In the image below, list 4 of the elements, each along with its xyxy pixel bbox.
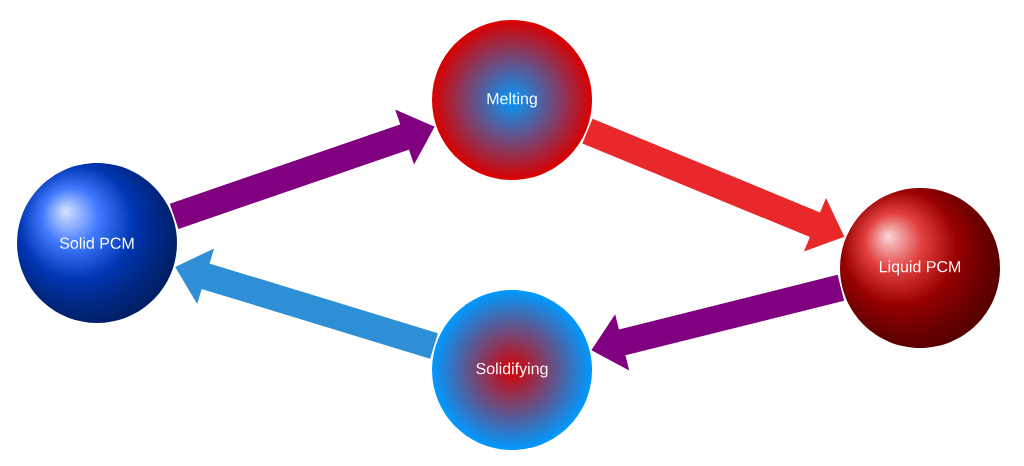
sphere: Liquid PCM: [879, 260, 960, 276]
sphere: Solidifying: [476, 362, 548, 378]
sphere: Melting: [487, 92, 537, 108]
sphere: Solid PCM: [59, 237, 134, 249]
